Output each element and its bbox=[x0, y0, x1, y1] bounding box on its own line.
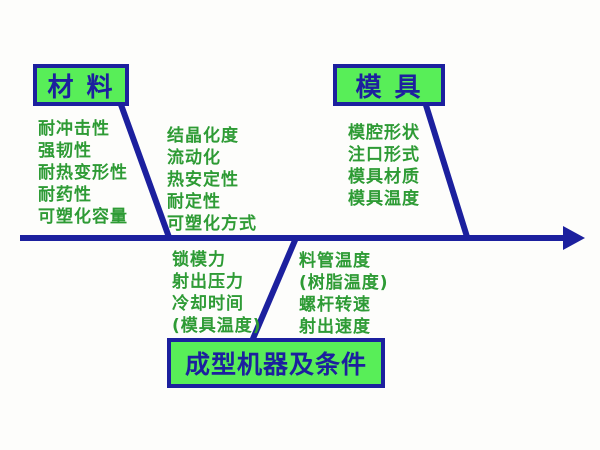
materials-left-column: 耐冲击性 强韧性 耐热变形性 耐药性 可塑化容量 bbox=[38, 118, 128, 228]
materials-label: 材 料 bbox=[47, 72, 115, 103]
mold-label: 模 具 bbox=[355, 72, 423, 103]
machine-label-box: 成型机器及条件 bbox=[167, 338, 385, 388]
materials-branch-line bbox=[117, 100, 173, 242]
factor-item: 锁模力 bbox=[172, 250, 226, 270]
factor-item: 注口形式 bbox=[348, 145, 420, 165]
machine-label: 成型机器及条件 bbox=[184, 350, 367, 379]
factor-item: 螺杆转速 bbox=[299, 295, 371, 315]
factor-item: 流动化 bbox=[167, 148, 221, 168]
factor-item: 射出压力 bbox=[172, 272, 244, 292]
factor-item: 结晶化度 bbox=[167, 126, 239, 146]
factor-item: 耐冲击性 bbox=[38, 119, 110, 139]
factor-item: (树脂温度) bbox=[299, 273, 389, 293]
mold-label-box: 模 具 bbox=[333, 64, 445, 106]
factor-item: 模腔形状 bbox=[348, 123, 420, 143]
factor-item: 耐定性 bbox=[167, 192, 221, 212]
factor-item: 模具温度 bbox=[348, 189, 420, 209]
factor-item: 冷却时间 bbox=[172, 294, 244, 314]
machine-left-column: 锁模力 射出压力 冷却时间 (模具温度) bbox=[172, 249, 262, 337]
factor-item: 耐热变形性 bbox=[38, 163, 128, 183]
arrowhead bbox=[563, 226, 585, 250]
factor-item: 射出速度 bbox=[299, 317, 371, 337]
machine-right-column: 料管温度 (树脂温度) 螺杆转速 射出速度 bbox=[299, 250, 389, 338]
factor-item: 可塑化方式 bbox=[167, 214, 257, 234]
materials-right-column: 结晶化度 流动化 热安定性 耐定性 可塑化方式 bbox=[167, 125, 257, 235]
factor-item: 可塑化容量 bbox=[38, 207, 128, 227]
mold-branch-line bbox=[422, 101, 471, 241]
factor-item: 料管温度 bbox=[299, 251, 371, 271]
factor-item: (模具温度) bbox=[172, 316, 262, 336]
factor-item: 耐药性 bbox=[38, 185, 92, 205]
mold-column: 模腔形状 注口形式 模具材质 模具温度 bbox=[348, 122, 420, 210]
machine-branch-line bbox=[249, 236, 299, 343]
factor-item: 模具材质 bbox=[348, 167, 420, 187]
factor-item: 强韧性 bbox=[38, 141, 92, 161]
factor-item: 热安定性 bbox=[167, 170, 239, 190]
materials-label-box: 材 料 bbox=[33, 64, 129, 106]
